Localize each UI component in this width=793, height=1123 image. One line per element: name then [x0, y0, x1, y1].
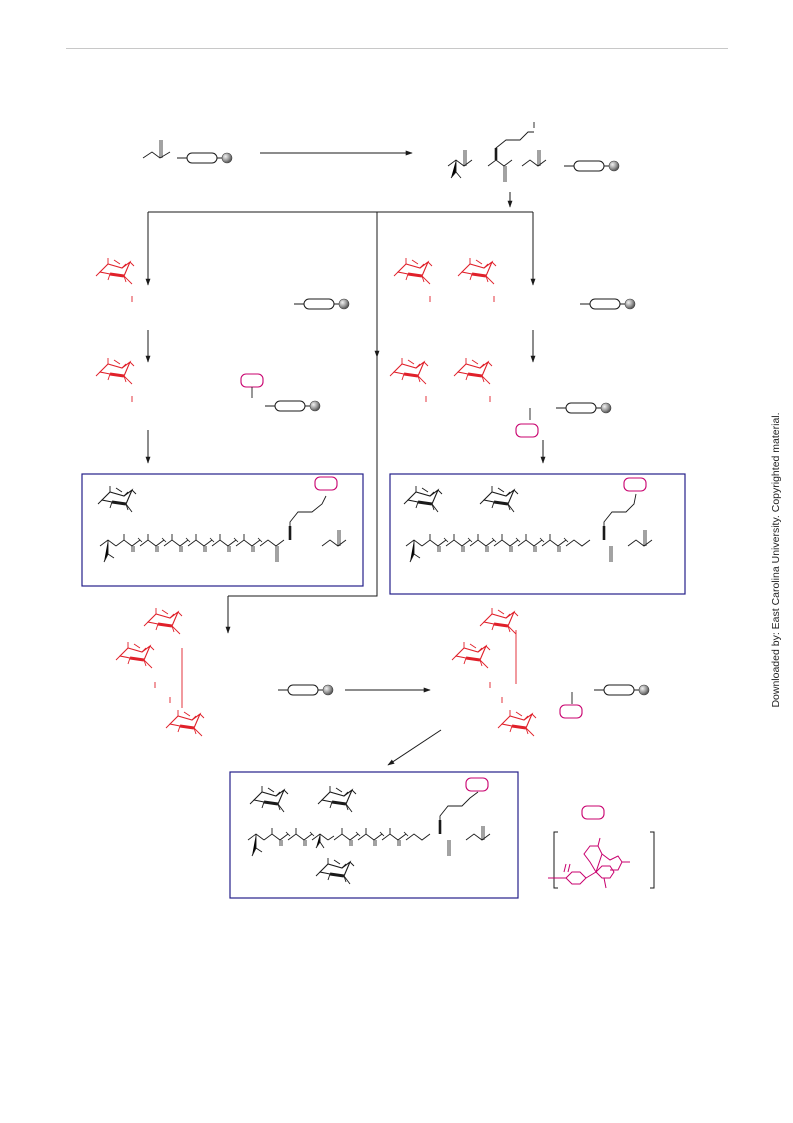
tripeptide-on-resin — [447, 122, 620, 182]
bottom-glycopeptide — [247, 777, 491, 886]
lower-left-trisaccharide-intermediate — [114, 606, 334, 738]
mtt-badge — [623, 477, 647, 492]
product-panel-right — [389, 473, 686, 595]
copyright-watermark: Downloaded by: East Carolina University.… — [770, 412, 782, 708]
left-glycosyl-intermediate-2 — [94, 356, 321, 412]
lower-right-trisaccharide-intermediate — [450, 606, 650, 738]
product-panel-bottom — [229, 771, 519, 899]
reaction-arrow-icon — [387, 729, 442, 766]
right-glycopeptide — [402, 477, 653, 563]
mtt-badge — [515, 423, 539, 438]
mtt-badge — [314, 476, 338, 491]
left-glycopeptide — [96, 476, 347, 563]
left-glycosyl-intermediate-1 — [94, 256, 350, 310]
product-panel-left — [81, 473, 364, 587]
mtt-badge — [559, 704, 583, 719]
right-glycosyl-intermediate-1 — [392, 256, 636, 310]
mtt-badge — [581, 805, 605, 820]
starting-residue-on-resin — [142, 140, 233, 164]
mtt-badge — [240, 373, 264, 388]
header-rule — [66, 48, 728, 49]
right-glycosyl-intermediate-2 — [388, 356, 612, 438]
mtt-badge — [465, 777, 489, 792]
mtt-legend — [548, 805, 655, 889]
